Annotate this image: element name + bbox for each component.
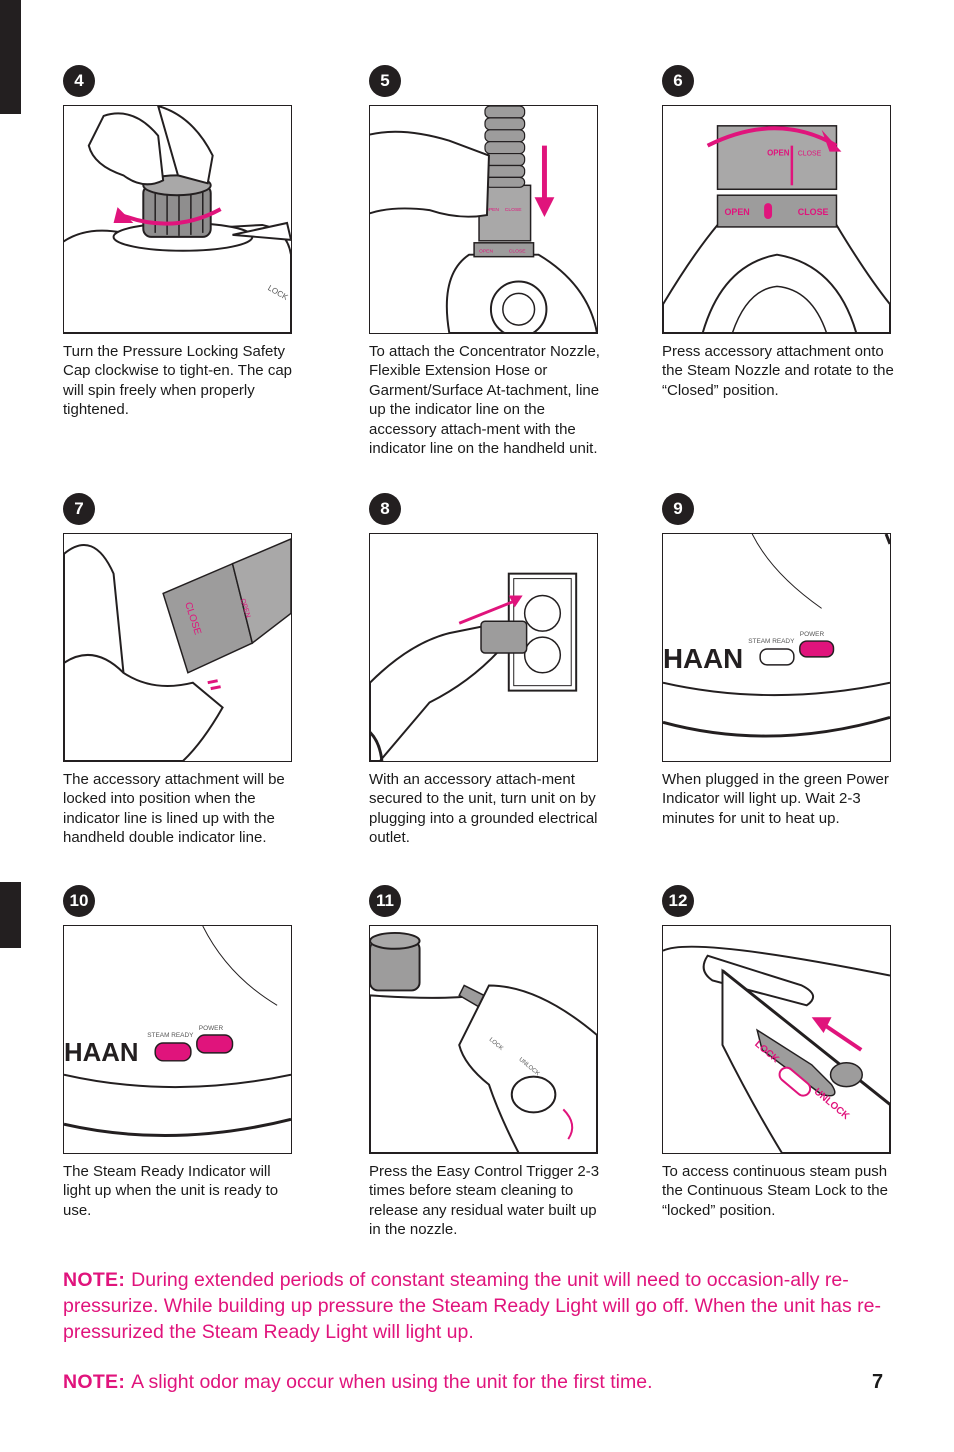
step-illustration: CLOSE OPEN [63, 533, 292, 762]
step-6: 6 OPEN CLOSE OPEN CLOSE Press accessory … [662, 65, 902, 399]
step-12: 12 LOCK UNLOCK To access continuous stea… [662, 885, 902, 1219]
step-illustration: HAAN STEAM READY POWER [63, 925, 292, 1154]
svg-text:CLOSE: CLOSE [509, 249, 526, 255]
step-illustration: HAAN STEAM READY POWER [662, 533, 891, 762]
page-number: 7 [872, 1371, 884, 1393]
svg-text:OPEN: OPEN [724, 207, 749, 217]
svg-text:STEAM READY: STEAM READY [147, 1032, 194, 1039]
step-caption: Turn the Pressure Locking Safety Cap clo… [63, 343, 293, 419]
step-8: 8 With an accessory attach-ment secured … [369, 493, 609, 846]
note-odor: NOTE:A slight odor may occur when using … [63, 1369, 903, 1395]
svg-text:CLOSE: CLOSE [798, 207, 829, 217]
step-illustration: LOCK [63, 105, 292, 334]
step-caption: To access continuous steam push the Cont… [662, 1163, 888, 1219]
step-caption: Press accessory attachment onto the Stea… [662, 343, 894, 399]
svg-text:POWER: POWER [800, 631, 825, 638]
step-number-badge: 11 [369, 885, 401, 917]
step-illustration: OPEN CLOSE OPEN CLOSE [662, 105, 891, 334]
svg-text:CLOSE: CLOSE [798, 151, 822, 158]
svg-text:OPEN: OPEN [485, 207, 499, 213]
step-number-badge: 4 [63, 65, 95, 97]
step-7: 7 CLOSE OPEN The accessory attachment wi… [63, 493, 303, 846]
step-illustration: LOCK UNLOCK [662, 925, 891, 1154]
note-label: NOTE: [63, 1371, 126, 1393]
step-caption: Press the Easy Control Trigger 2-3 times… [369, 1163, 600, 1239]
step-caption: The accessory attachment will be locked … [63, 771, 285, 847]
step-number-badge: 7 [63, 493, 95, 525]
step-caption: With an accessory attach-ment secured to… [369, 771, 598, 847]
step-number-badge: 5 [369, 65, 401, 97]
svg-text:OPEN: OPEN [767, 149, 790, 158]
step-illustration: LOCK UNLOCK [369, 925, 598, 1154]
step-5: 5 OPEN CLOSE OPEN CLOSE To attach the Co… [369, 65, 609, 457]
note-text: During extended periods of constant stea… [63, 1269, 881, 1343]
step-9: 9 HAAN STEAM READY POWER When plugged in… [662, 493, 902, 827]
svg-text:CLOSE: CLOSE [505, 207, 522, 213]
svg-text:OPEN: OPEN [479, 249, 493, 255]
svg-text:POWER: POWER [199, 1025, 224, 1032]
steam-ready-indicator [154, 1042, 192, 1062]
brand-logo: HAAN [64, 1039, 138, 1067]
step-4: 4 LOCK Turn the Pressure Locking Safety … [63, 65, 303, 418]
step-illustration [369, 533, 598, 762]
step-10: 10 HAAN STEAM READY POWER The Steam Read… [63, 885, 303, 1219]
step-caption: When plugged in the green Power Indicato… [662, 771, 889, 827]
steam-ready-indicator [759, 648, 795, 666]
step-number-badge: 6 [662, 65, 694, 97]
step-caption: The Steam Ready Indicator will light up … [63, 1163, 279, 1219]
svg-text:STEAM READY: STEAM READY [748, 638, 795, 645]
power-indicator [799, 640, 835, 658]
step-illustration: OPEN CLOSE OPEN CLOSE [369, 105, 598, 334]
step-number-badge: 12 [662, 885, 694, 917]
step-caption: To attach the Concentrator Nozzle, Flexi… [369, 343, 600, 458]
step-number-badge: 10 [63, 885, 95, 917]
brand-logo: HAAN [663, 643, 743, 674]
step-number-badge: 8 [369, 493, 401, 525]
note-label: NOTE: [63, 1269, 126, 1291]
step-number-badge: 9 [662, 493, 694, 525]
power-indicator [196, 1034, 234, 1054]
edge-tab-top [0, 0, 21, 114]
note-repressurize: NOTE:During extended periods of constant… [63, 1267, 903, 1345]
edge-tab-middle [0, 882, 21, 948]
step-11: 11 LOCK UNLOCK Press the Easy Control Tr… [369, 885, 609, 1238]
note-text: A slight odor may occur when using the u… [131, 1371, 653, 1393]
